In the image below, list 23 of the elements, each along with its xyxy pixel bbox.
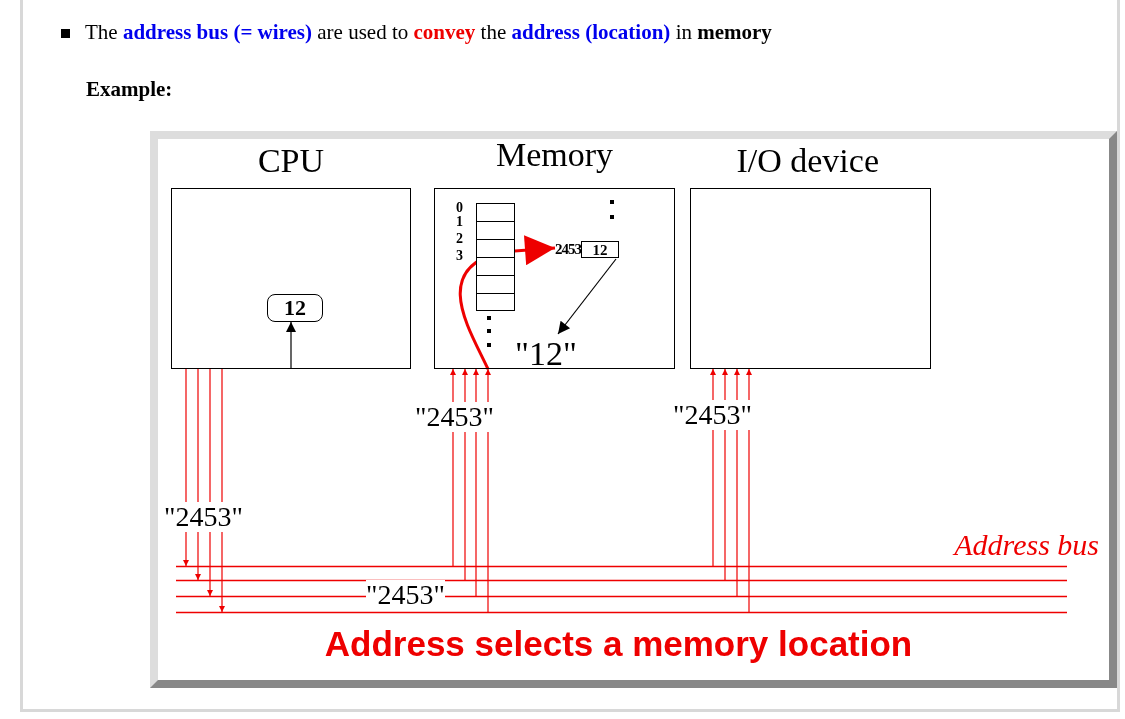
row-index: 2 xyxy=(456,231,463,247)
caption: Address selects a memory location xyxy=(323,624,914,664)
edge-label: "2453" xyxy=(163,502,244,532)
unit-heading: CPU xyxy=(256,142,326,180)
intro-sentence: The address bus (= wires) are used to convey the address (location) in memory xyxy=(85,20,772,45)
value-text: "12" xyxy=(515,334,577,374)
edge-label: "2453" xyxy=(414,402,495,432)
memory-array xyxy=(476,203,515,311)
row-index: 0 xyxy=(456,200,463,216)
wire-arrow xyxy=(734,368,740,597)
row-index: 1 xyxy=(456,214,463,230)
unit-heading: Memory xyxy=(494,136,615,174)
edge-label: "2453" xyxy=(672,400,753,430)
register-box: 12 xyxy=(267,294,323,322)
bus-label: Address bus xyxy=(954,528,1099,562)
wire-arrow xyxy=(207,368,213,597)
example-heading: Example: xyxy=(86,78,173,101)
arrow xyxy=(557,258,617,335)
arrow xyxy=(286,321,296,369)
address-text: 2453 xyxy=(555,241,581,258)
row-index: 3 xyxy=(456,248,463,264)
memory-cell: 12 xyxy=(581,241,619,258)
unit-heading: I/O device xyxy=(735,142,879,180)
